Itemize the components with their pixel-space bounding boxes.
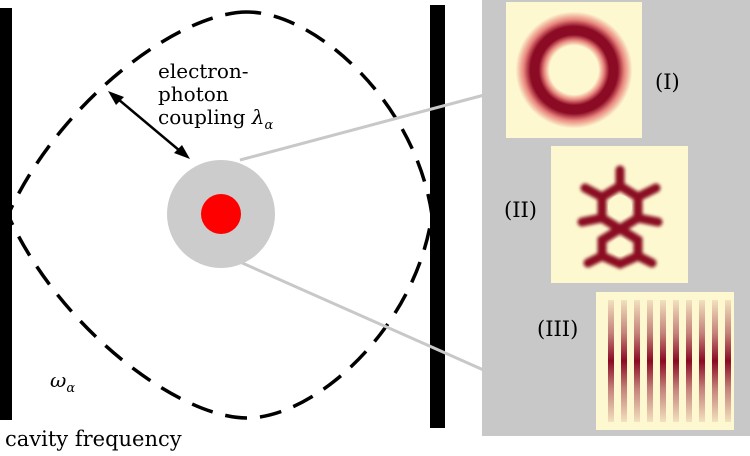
coupling-arrow bbox=[111, 93, 187, 157]
coupling-label-line2: photon bbox=[158, 82, 229, 106]
zoom-line-bottom bbox=[239, 260, 489, 374]
panel-label-ring: (I) bbox=[655, 70, 680, 94]
omega-symbol: ω bbox=[50, 368, 67, 392]
coupling-label: electron- photon coupling λα bbox=[158, 60, 273, 137]
arrow-head-start bbox=[108, 91, 124, 105]
coupling-word: coupling bbox=[158, 105, 246, 129]
arrow-head-end bbox=[174, 145, 190, 159]
right-mirror bbox=[430, 5, 445, 428]
cavity-mode bbox=[6, 10, 434, 420]
left-mirror bbox=[0, 8, 12, 420]
coupling-label-line1: electron- bbox=[158, 59, 249, 83]
omega-label: ωα bbox=[50, 368, 75, 396]
coupling-label-line3: coupling λα bbox=[158, 106, 273, 137]
zoom-line-top bbox=[239, 92, 489, 162]
lambda-symbol: λ bbox=[251, 105, 265, 129]
panel-chain bbox=[596, 292, 734, 430]
panel-label-chain: (III) bbox=[537, 317, 579, 341]
panel-label-molecule: (II) bbox=[504, 198, 537, 222]
omega-subscript: α bbox=[66, 381, 76, 396]
cavity-frequency-label: cavity frequency bbox=[5, 427, 182, 451]
panel-ring bbox=[506, 2, 642, 138]
panel-molecule bbox=[551, 146, 688, 283]
lambda-subscript: α bbox=[264, 118, 274, 133]
atom-core bbox=[201, 194, 241, 234]
